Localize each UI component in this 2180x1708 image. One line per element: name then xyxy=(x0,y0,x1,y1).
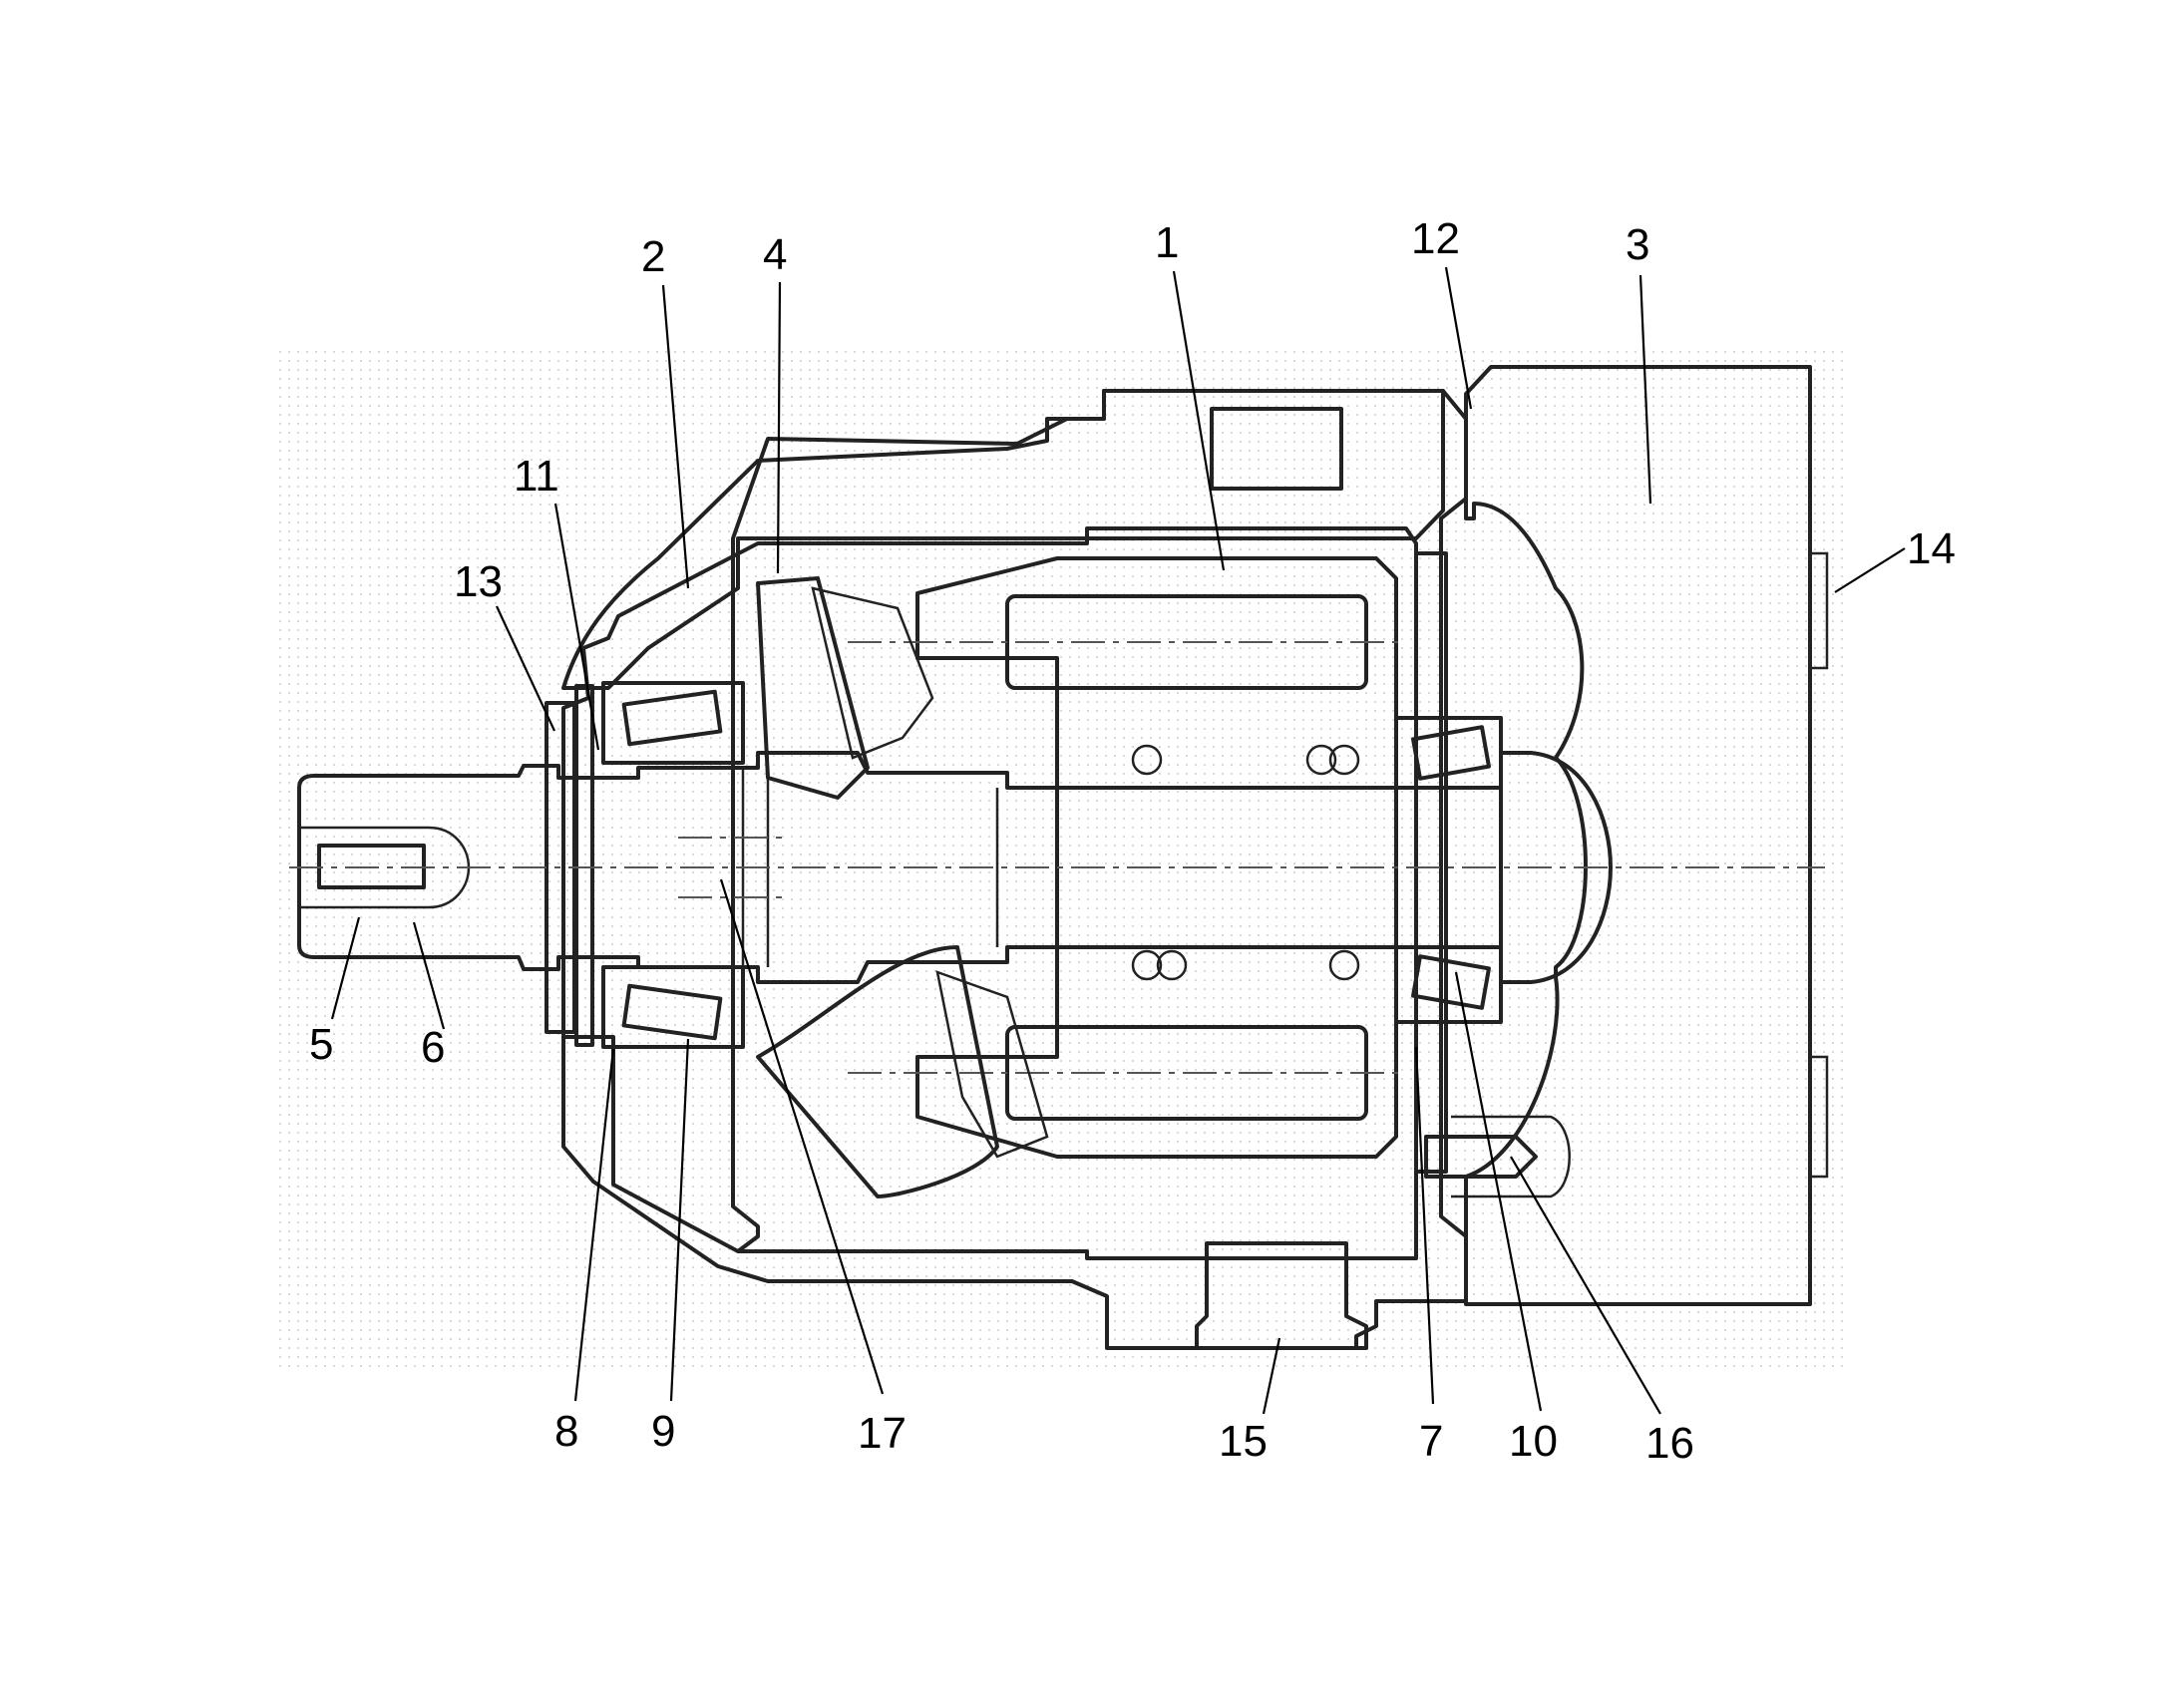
drain-plug xyxy=(1195,1241,1368,1350)
front-bearing-roller-upper xyxy=(621,689,723,747)
spring-balls xyxy=(1131,744,1360,981)
callout-2: 2 xyxy=(641,232,665,281)
valve-plate xyxy=(1414,551,1448,1174)
callout-9: 9 xyxy=(651,1407,675,1456)
slipper-ring-upper xyxy=(811,586,934,760)
retaining-ring xyxy=(574,684,594,1047)
callout-15: 15 xyxy=(1219,1417,1268,1466)
swash-plate xyxy=(756,576,870,800)
shaft-end-cap xyxy=(1499,751,1613,984)
callout-5: 5 xyxy=(309,1020,333,1069)
callout-1: 1 xyxy=(1155,218,1179,267)
callout-14: 14 xyxy=(1907,524,1956,573)
port-plate xyxy=(1464,365,1812,1306)
callout-17: 17 xyxy=(858,1409,907,1458)
slipper-ring-lower xyxy=(935,970,1049,1159)
callout-7: 7 xyxy=(1419,1417,1443,1466)
front-bearing xyxy=(601,681,745,1049)
swash-plate-lower xyxy=(756,945,999,1198)
callout-8: 8 xyxy=(554,1407,578,1456)
cylinder-block xyxy=(915,556,1398,1159)
port-plate-bolt-relief-bottom xyxy=(1810,1055,1829,1179)
callout-16: 16 xyxy=(1645,1419,1694,1468)
callout-4: 4 xyxy=(763,230,787,279)
callout-13: 13 xyxy=(454,557,503,606)
pin-bore xyxy=(1451,1115,1571,1198)
locating-pin xyxy=(1424,1135,1538,1179)
callout-11: 11 xyxy=(514,452,559,501)
port-plate-bolt-relief-top xyxy=(1810,551,1829,670)
front-bearing-roller-lower xyxy=(621,983,723,1041)
top-plug xyxy=(1210,407,1343,491)
leader-lines xyxy=(330,266,1906,1415)
callout-6: 6 xyxy=(421,1023,445,1072)
callout-10: 10 xyxy=(1509,1417,1558,1466)
callout-3: 3 xyxy=(1626,220,1649,269)
callout-12: 12 xyxy=(1411,214,1460,263)
shaft-internal-bore xyxy=(678,837,788,898)
housing xyxy=(561,389,1468,1350)
